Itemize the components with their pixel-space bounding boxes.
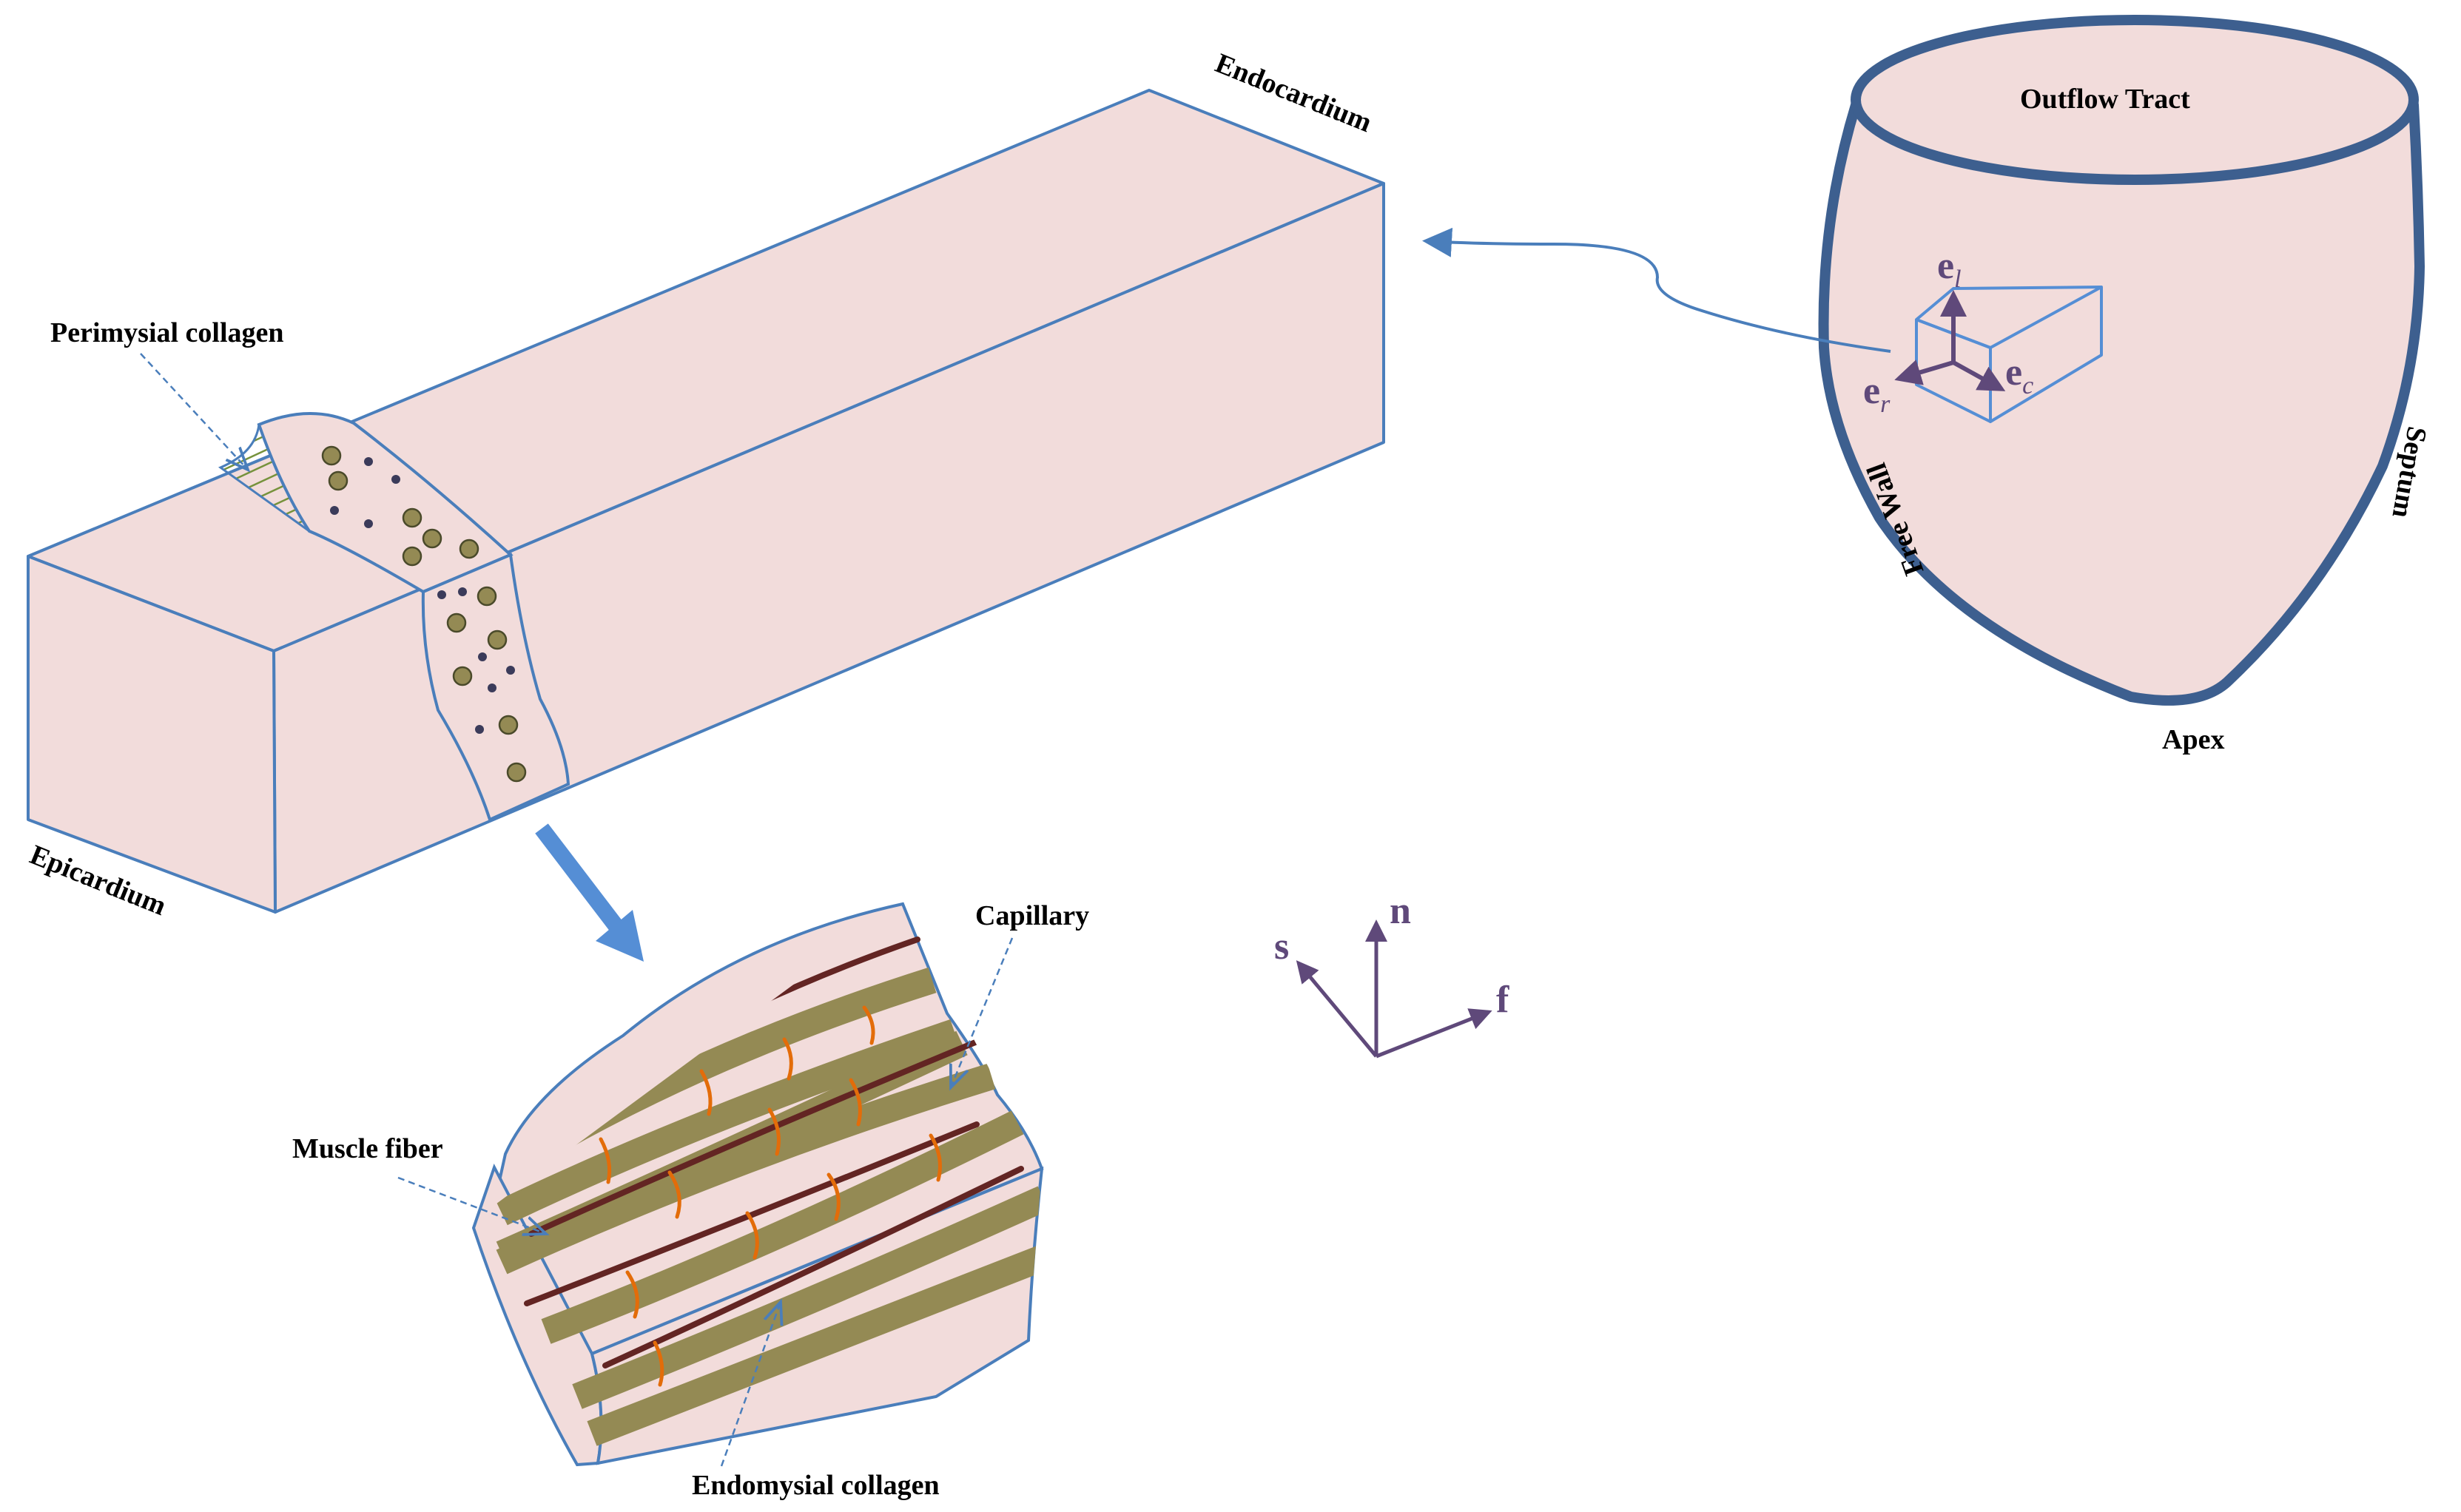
n-axis-label: n: [1390, 890, 1411, 932]
fiber-cross-sections: [321, 445, 527, 783]
muscle-fiber-label: Muscle fiber: [292, 1133, 443, 1164]
muscle-fiber-pointer: [397, 1176, 546, 1234]
outflow-tract-ring: [1851, 15, 2419, 185]
e-l-label: el: [1937, 245, 1962, 293]
f-axis-label: f: [1496, 979, 1509, 1021]
f-axis-arrow: [1376, 1008, 1492, 1059]
s-axis-arrow: [1296, 960, 1378, 1058]
capillary-cross-sections: [330, 457, 515, 734]
e-r-arrow: [1894, 360, 1954, 385]
endomysial-collagen-links: [599, 1005, 942, 1387]
perimysial-collagen-pointer: [140, 353, 248, 470]
ventricle-body: [1818, 100, 2425, 706]
capillary-pointer: [951, 937, 1014, 1087]
apex-label: Apex: [2162, 724, 2224, 755]
fiber-coordinate-axes: n s f: [1274, 890, 1509, 1059]
muscle-fibers: [496, 967, 1042, 1446]
slab-end-face: [27, 555, 277, 914]
perimysial-collagen-label: Perimysial collagen: [50, 317, 284, 348]
zoom-arrow: [535, 823, 644, 962]
endomysial-collagen-label: Endomysial collagen: [692, 1470, 940, 1501]
tissue-slab: [27, 89, 1385, 914]
capillary-label: Capillary: [975, 900, 1089, 931]
local-axes: el ec er: [1863, 245, 2033, 418]
zoomed-tissue-block: [471, 902, 1044, 1467]
e-c-arrow: [1952, 360, 2006, 391]
s-axis-label: s: [1274, 925, 1289, 968]
heart-ventricle: el ec er Outflow Tract Free Wall Septum …: [1818, 15, 2432, 755]
e-c-label: ec: [2005, 351, 2033, 399]
heart-to-slab-connector: [1422, 227, 1891, 353]
endomysial-collagen-pointer: [720, 1302, 781, 1467]
outflow-tract-label: Outflow Tract: [2020, 84, 2190, 115]
e-r-label: er: [1863, 370, 1891, 418]
